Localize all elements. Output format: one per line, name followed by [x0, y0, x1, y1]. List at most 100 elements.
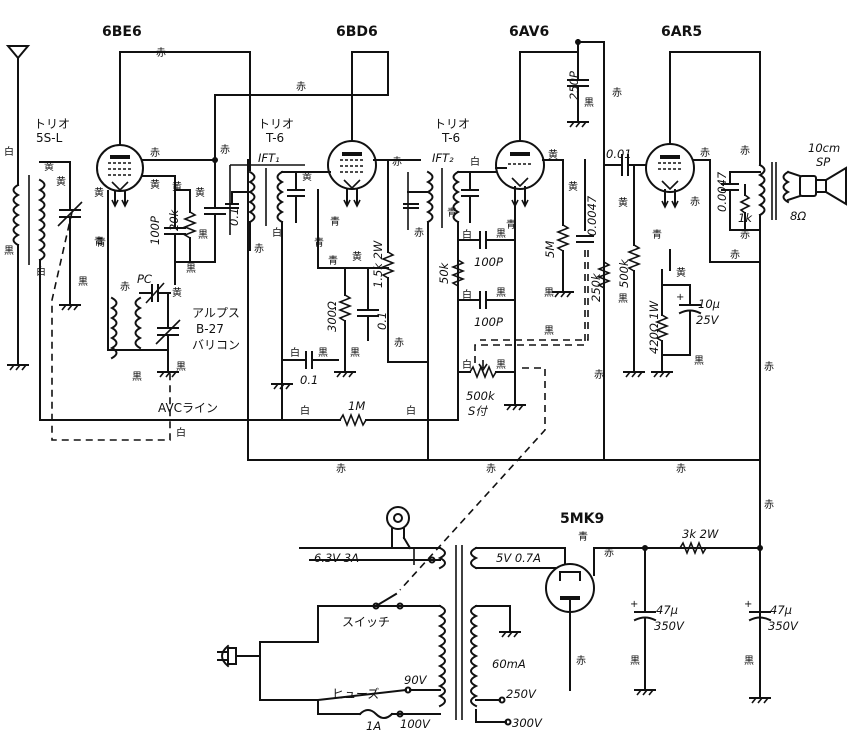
wire-color-white-ift2: 白 — [470, 155, 480, 168]
wire-color-white-det2: 白 — [462, 288, 472, 301]
tube-label-6ar5: 6AR5 — [661, 24, 702, 40]
wire-color-red-15: 赤 — [676, 463, 686, 475]
wire-color-yellow-ant2: 黄 — [56, 175, 66, 188]
filter-cap-47u-2 — [748, 547, 772, 704]
tube-6bd6 — [327, 140, 377, 190]
c-0047-1-label: 0.0047 — [585, 195, 599, 236]
wire-color-yellow-k2: 黄 — [352, 250, 362, 263]
c-47u-1-volt: 350V — [654, 619, 685, 633]
c-0047-2-label: 0.0047 — [715, 171, 729, 212]
cathode-cap-10u — [661, 284, 702, 356]
wire-color-blue-h5: 青 — [506, 218, 516, 231]
wire-color-black-vc: 黒 — [176, 361, 186, 373]
switch-link-dash — [399, 367, 546, 591]
grid-resistor-20k — [174, 189, 216, 263]
screen-bypass-cap-1 — [204, 157, 226, 263]
wire-color-red-12: 赤 — [740, 229, 750, 241]
wire-color-yellow-2: 黄 — [195, 186, 205, 199]
gang-link-dash — [51, 211, 171, 441]
plus-47u-1: + — [630, 599, 638, 610]
rect-heater-rating: 5V 0.7A — [496, 551, 541, 565]
switch-label: スイッチ — [342, 615, 390, 629]
wire-color-red-osc: 赤 — [120, 281, 130, 293]
tube-label-6bd6: 6BD6 — [336, 24, 378, 40]
vc-name: バリコン — [192, 338, 240, 352]
tube-label-6be6: 6BE6 — [102, 24, 142, 40]
wire-color-yellow-k: 黄 — [94, 186, 104, 199]
vc-maker: アルプス — [192, 306, 240, 320]
wire-color-red-6: 赤 — [612, 87, 622, 99]
wire-color-red-8: 赤 — [700, 147, 710, 159]
coupling-cap-001 — [603, 154, 646, 176]
speaker-name: SP — [816, 155, 830, 169]
wire-color-red-1: 赤 — [156, 47, 166, 59]
wire-color-yellow-r20k: 黄 — [172, 180, 182, 193]
wire-color-red-18: 赤 — [604, 547, 614, 559]
output-transformer — [721, 162, 791, 263]
antenna-coil — [12, 175, 46, 366]
screen-bypass-cap-2 — [357, 267, 379, 341]
ground-antenna — [7, 364, 29, 371]
speaker-impedance: 8Ω — [790, 209, 806, 223]
wire-color-black-det2: 黒 — [496, 287, 506, 299]
wire-color-red-13: 赤 — [336, 463, 346, 475]
tube-label-6av6: 6AV6 — [509, 24, 549, 40]
tube-6av6 — [495, 140, 545, 190]
wire-color-black-k: 黒 — [350, 347, 360, 359]
wire-color-yellow-6ar5: 黄 — [676, 266, 686, 279]
antenna-coil-maker: トリオ — [34, 117, 70, 131]
osc-coil-primary — [109, 296, 118, 360]
r-300-label: 300Ω — [325, 301, 339, 332]
r-3k-label: 3k 2W — [682, 527, 719, 541]
wire-color-black-c1: 黒 — [78, 276, 88, 288]
ift1-model: T-6 — [265, 131, 284, 145]
ground-det — [504, 404, 526, 411]
fuse — [358, 709, 394, 719]
det-cap-100p-1 — [479, 231, 516, 249]
c-100p-3-label: 100P — [474, 315, 503, 329]
wire-color-red-5: 赤 — [394, 337, 404, 349]
grid-cap-100p — [164, 175, 186, 263]
wire-color-white-ant: 白 — [4, 145, 14, 158]
c-01-3-label: 0.1 — [300, 373, 318, 387]
cathode-resistor-420 — [651, 269, 673, 378]
wire-color-red-17: 赤 — [764, 499, 774, 511]
plus-10u: + — [676, 292, 684, 303]
c-47u-2-label: 47μ — [770, 603, 792, 617]
c-10u-label: 10μ — [698, 297, 720, 311]
wire-color-white-vol: 白 — [462, 358, 472, 371]
pilot-lamp — [386, 506, 412, 550]
filter-cap-47u-1 — [633, 547, 657, 696]
r-1m-label: 1M — [348, 399, 365, 413]
avc-bypass-cap — [305, 351, 339, 369]
wire-color-red-19: 赤 — [576, 655, 586, 667]
c-100p-2-label: 100P — [474, 255, 503, 269]
ground-avc — [271, 383, 293, 390]
wire-color-blue-osc: 青 — [94, 235, 104, 248]
ift2-transformer — [403, 159, 479, 230]
c-01-2-label: 0.1 — [375, 312, 389, 330]
r-1k-label: 1k — [738, 211, 753, 225]
volume-control[interactable] — [457, 360, 516, 380]
osc-variable-capacitor — [155, 292, 181, 378]
screen-resistor-15k — [380, 159, 429, 363]
wire-color-yellow-ant: 黄 — [44, 160, 54, 173]
r-50k-label: 50k — [437, 261, 451, 284]
wire-color-yellow-g: 黄 — [150, 178, 160, 191]
c-250p-label: 250P — [567, 71, 581, 100]
wire-color-yellow-ift1: 黄 — [302, 170, 312, 183]
grid-resistor-500k — [623, 164, 645, 378]
c-100p-1-label: 100P — [148, 216, 162, 245]
ground-6bd6 — [334, 371, 356, 378]
r-20k-label: 20k — [167, 208, 181, 231]
cathode-resistor-300 — [337, 267, 353, 373]
padder-capacitor — [139, 282, 171, 304]
c-47u-1-label: 47μ — [656, 603, 678, 617]
wire-color-yellow-5m: 黄 — [568, 180, 578, 193]
plate-cap-250p — [567, 39, 589, 128]
wire-color-black-det1: 黒 — [496, 228, 506, 240]
wire-color-red-s1: 赤 — [220, 144, 230, 156]
det-resistor-50k — [450, 254, 466, 301]
wire-color-red-ift1: 赤 — [254, 243, 264, 255]
power-switch[interactable] — [372, 592, 404, 610]
